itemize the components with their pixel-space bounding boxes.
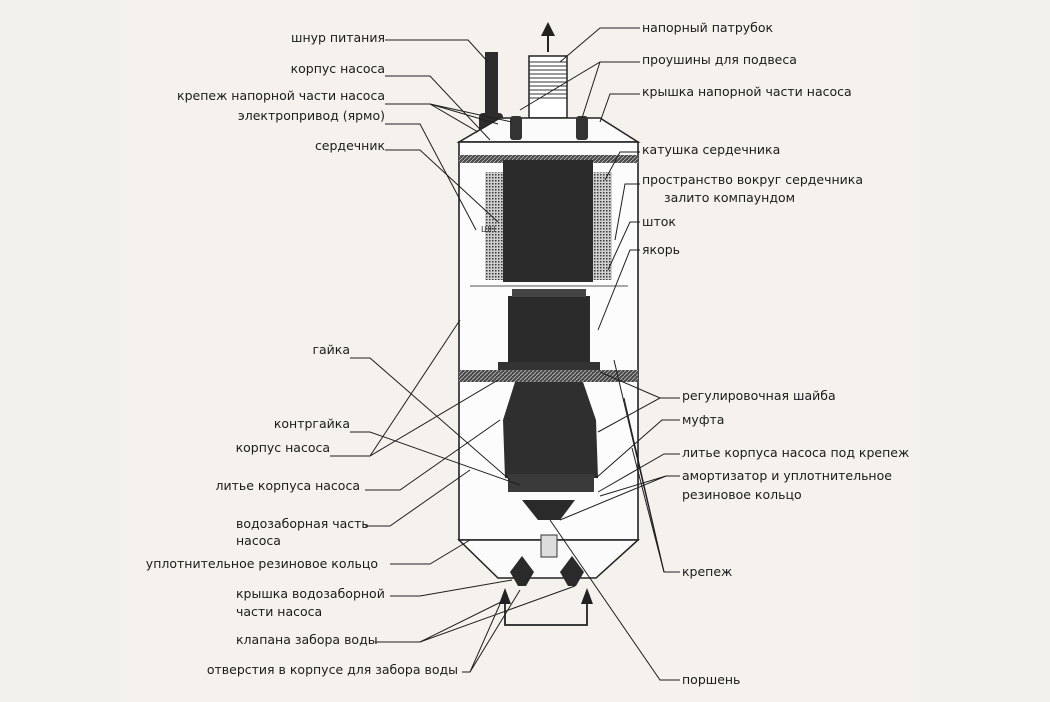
label-damper-2: резиновое кольцо [682,487,802,502]
label-intake-part-1: водозаборная часть [236,516,369,531]
label-casting: литье корпуса насоса [215,478,360,493]
leader-lines [330,27,680,681]
label-nut: гайка [312,342,350,357]
label-rod: шток [642,214,676,229]
label-armature: якорь [642,242,680,257]
labels: напорный патрубок проушины для подвеса к… [146,20,909,687]
label-intake-holes: отверстия в корпусе для забора воды [207,662,458,677]
label-top-fastener: крепеж напорной части насоса [177,88,385,103]
label-damper-1: амортизатор и уплотнительное [682,468,892,483]
outlet-pipe [528,55,568,119]
label-fastener: крепеж [682,564,732,579]
intake-flow [504,600,588,626]
label-casting-fastener: литье корпуса насоса под крепеж [682,445,909,460]
label-intake-cover-2: части насоса [236,604,322,619]
label-core: сердечник [315,138,386,153]
armature [508,296,590,362]
label-outlet-pipe: напорный патрубок [642,20,774,35]
label-locknut: контргайка [274,416,350,431]
coil [485,172,505,280]
label-seal-ring: уплотнительное резиновое кольцо [146,556,378,571]
label-intake-cover-1: крышка водозаборной [236,586,385,601]
label-eyelets: проушины для подвеса [642,52,797,67]
label-valves: клапана забора воды [236,632,378,647]
intake-valve-right [560,556,584,586]
core [503,160,593,282]
label-space-2: залито компаундом [664,190,795,205]
flow-up-arrow [541,22,555,52]
label-drive: электропривод (ярмо) [238,108,385,123]
diaphragm [503,382,598,478]
label-piston: поршень [682,672,740,687]
power-cord [485,52,498,114]
label-housing-top: корпус насоса [291,61,385,76]
label-sh-mark: ШН [481,225,496,234]
label-coil: катушка сердечника [642,142,780,157]
label-power-cord: шнур питания [291,30,385,45]
label-housing-mid: корпус насоса [236,440,330,455]
intake-cover [457,539,640,579]
label-top-cover: крышка напорной части насоса [642,84,852,99]
label-intake-part-2: насоса [236,533,281,548]
label-coupling: муфта [682,412,724,427]
intake-valve-left [510,556,534,586]
label-space-1: пространство вокруг сердечника [642,172,863,187]
label-shim: регулировочная шайба [682,388,836,403]
